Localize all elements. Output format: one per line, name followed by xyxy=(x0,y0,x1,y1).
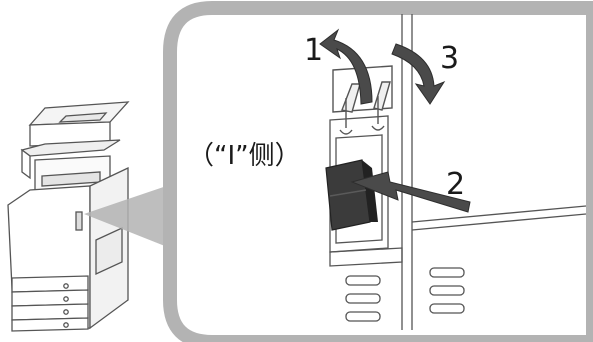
arrow-step-2 xyxy=(350,171,471,213)
switch-side-label: （“I”侧） xyxy=(188,141,301,171)
arrow-step-3 xyxy=(391,43,446,105)
step-2-label: 2 xyxy=(446,167,466,202)
arrow-step-1 xyxy=(319,28,373,105)
step-1-label: 1 xyxy=(304,33,324,68)
main-power-switch-icon xyxy=(325,159,378,231)
step-3-label: 3 xyxy=(440,41,460,76)
